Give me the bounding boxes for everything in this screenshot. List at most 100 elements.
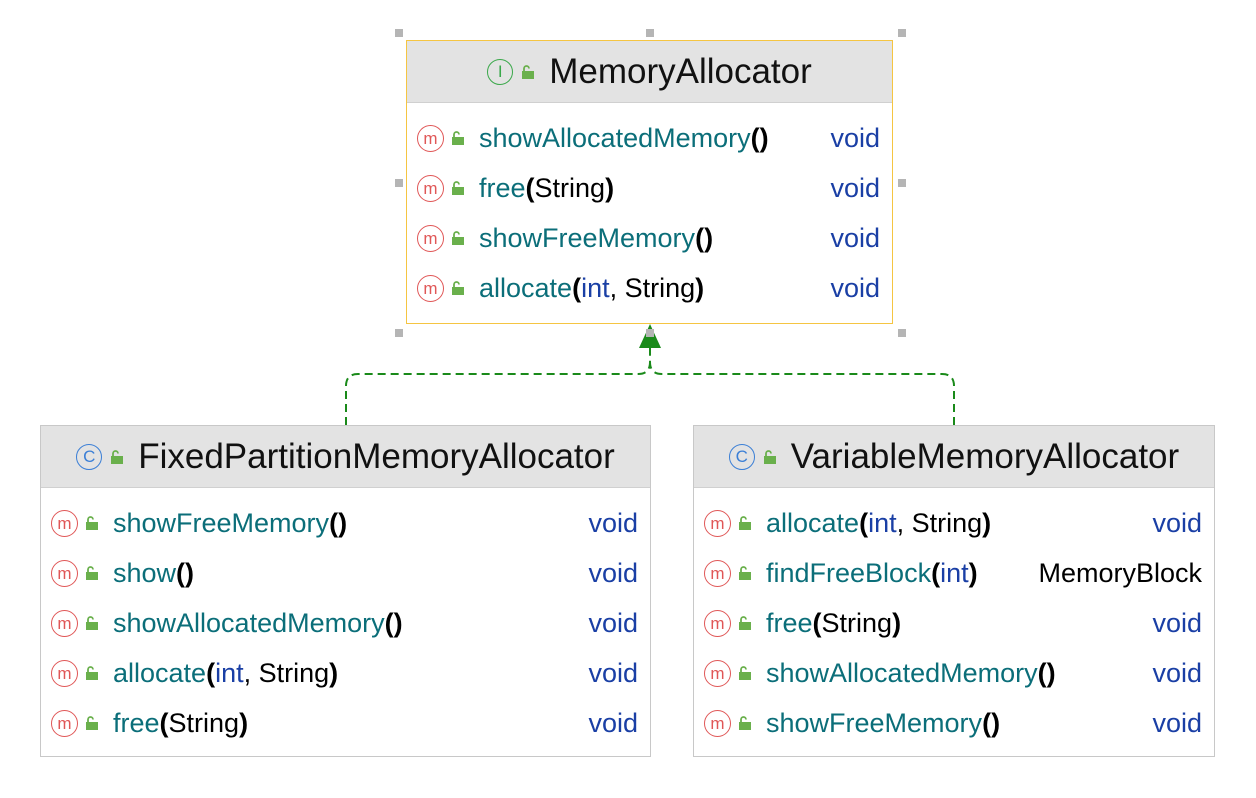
- public-visibility-lock-icon: [763, 449, 776, 464]
- open-paren: (: [859, 507, 869, 538]
- close-paren: ): [1046, 657, 1056, 688]
- close-paren: ): [239, 707, 249, 738]
- open-paren: (: [329, 507, 339, 538]
- class-icon: C: [76, 443, 103, 470]
- method-row[interactable]: m showAllocatedMemory() void: [694, 648, 1214, 698]
- close-paren: ): [704, 222, 714, 253]
- method-signature: findFreeBlock(int): [766, 558, 1026, 589]
- close-paren: ): [968, 557, 978, 588]
- close-paren: ): [329, 657, 339, 688]
- selection-handle-se[interactable]: [898, 329, 906, 337]
- return-type: void: [1152, 607, 1202, 638]
- public-visibility-lock-icon: [739, 716, 751, 730]
- close-paren: ): [338, 507, 348, 538]
- selection-handle-s[interactable]: [646, 329, 654, 337]
- param-type: String: [168, 707, 240, 738]
- close-paren: ): [892, 607, 902, 638]
- public-visibility-lock-icon: [522, 64, 535, 79]
- class-name: VariableMemoryAllocator: [790, 436, 1180, 476]
- close-paren: ): [982, 507, 992, 538]
- method-icon: m: [51, 609, 78, 637]
- return-type: void: [1152, 657, 1202, 688]
- selection-handle-n[interactable]: [646, 29, 654, 37]
- method-name: free: [766, 607, 813, 638]
- selection-handle-e[interactable]: [898, 179, 906, 187]
- param-type: String: [911, 507, 983, 538]
- method-signature: showFreeMemory(): [766, 708, 1140, 739]
- param-type: int: [868, 507, 897, 538]
- selection-handle-nw[interactable]: [395, 29, 403, 37]
- open-paren: (: [384, 607, 394, 638]
- realization-edge-fixed: [345, 345, 651, 425]
- public-visibility-lock-icon: [86, 616, 98, 630]
- method-signature: allocate(int, String): [479, 273, 818, 304]
- method-name: free: [479, 172, 526, 203]
- public-visibility-lock-icon: [452, 181, 464, 195]
- selection-handle-w[interactable]: [395, 179, 403, 187]
- public-visibility-lock-icon: [111, 449, 124, 464]
- param-type: String: [624, 272, 696, 303]
- selection-handle-sw[interactable]: [395, 329, 403, 337]
- public-visibility-lock-icon: [86, 716, 98, 730]
- method-signature: showAllocatedMemory(): [479, 123, 818, 154]
- param-type: int: [215, 657, 244, 688]
- method-name: showAllocatedMemory: [479, 122, 751, 153]
- method-icon: m: [51, 509, 78, 537]
- param-type: String: [258, 657, 330, 688]
- method-icon: m: [417, 274, 444, 302]
- return-type: void: [830, 222, 880, 253]
- method-row[interactable]: m showFreeMemory() void: [41, 498, 650, 548]
- public-visibility-lock-icon: [86, 666, 98, 680]
- public-visibility-lock-icon: [739, 666, 751, 680]
- method-name: showFreeMemory: [113, 507, 330, 538]
- method-icon: m: [51, 559, 78, 587]
- param-type: String: [821, 607, 893, 638]
- public-visibility-lock-icon: [86, 566, 98, 580]
- return-type: void: [588, 507, 638, 538]
- public-visibility-lock-icon: [452, 281, 464, 295]
- method-name: allocate: [113, 657, 207, 688]
- selection-handle-ne[interactable]: [898, 29, 906, 37]
- method-name: showAllocatedMemory: [113, 607, 385, 638]
- open-paren: (: [176, 557, 186, 588]
- open-paren: (: [812, 607, 822, 638]
- param-separator: ,: [609, 272, 625, 303]
- open-paren: (: [750, 122, 760, 153]
- method-signature: showAllocatedMemory(): [766, 658, 1140, 689]
- open-paren: (: [931, 557, 941, 588]
- method-row[interactable]: m allocate(int, String) void: [407, 263, 892, 313]
- method-icon: m: [704, 509, 731, 537]
- method-icon: m: [704, 659, 731, 687]
- public-visibility-lock-icon: [739, 616, 751, 630]
- method-name: showFreeMemory: [479, 222, 696, 253]
- param-type: int: [581, 272, 610, 303]
- method-signature: free(String): [479, 173, 818, 204]
- open-paren: (: [572, 272, 582, 303]
- param-type: String: [534, 172, 606, 203]
- return-type: void: [830, 272, 880, 303]
- param-type: int: [940, 557, 969, 588]
- open-paren: (: [695, 222, 705, 253]
- method-signature: showFreeMemory(): [479, 223, 818, 254]
- open-paren: (: [159, 707, 169, 738]
- method-signature: allocate(int, String): [766, 508, 1140, 539]
